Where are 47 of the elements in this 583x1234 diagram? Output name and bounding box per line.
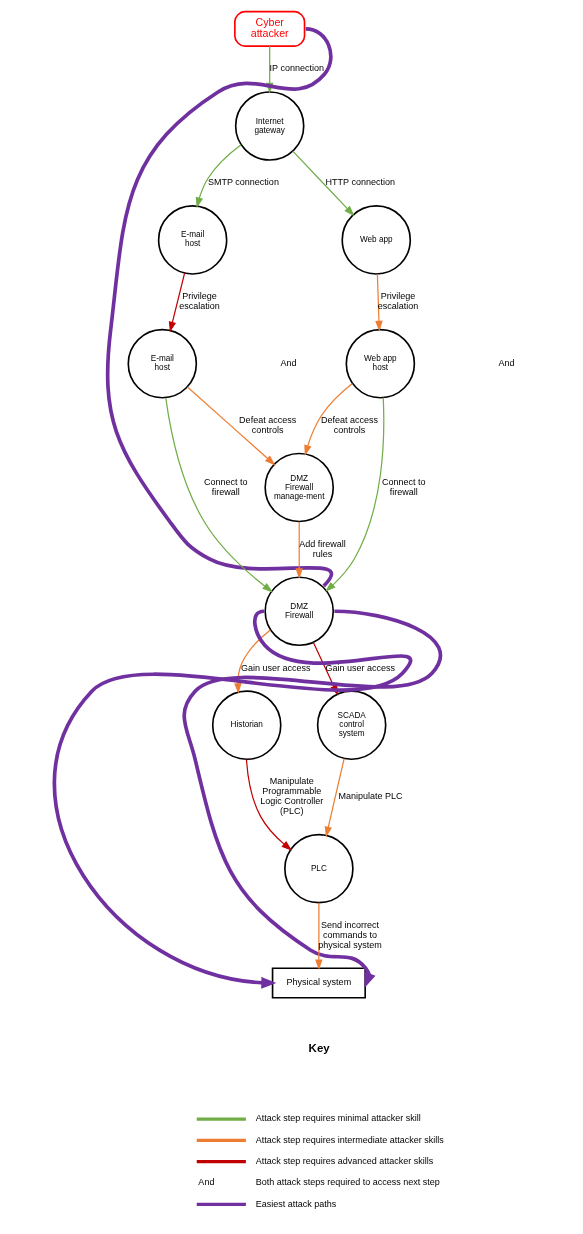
node-box: Cyber attacker: [234, 10, 306, 47]
edge-label: SMTP connection: [208, 177, 279, 188]
legend-label: Both attack steps required to access next step: [255, 1177, 440, 1188]
arrow: [324, 757, 345, 838]
legend-label: Attack step requires minimal attacker skill: [255, 1113, 421, 1124]
arrow: [325, 397, 385, 592]
legend-label: Attack step requires advanced attacker skills: [255, 1156, 434, 1166]
arrow: [292, 150, 355, 217]
node-box: Physical system: [271, 967, 366, 999]
arrow: [182, 609, 442, 988]
arrow: [165, 397, 273, 593]
edge-label: Gain user access: [241, 662, 311, 673]
arrow: [304, 382, 353, 456]
arrow: [195, 144, 242, 208]
edge-label: Connect to firewall: [381, 476, 426, 497]
edge-label: HTTP connection: [325, 177, 395, 188]
node-circle: E-mail host: [127, 328, 198, 399]
label: And: [280, 358, 297, 368]
label: And: [198, 1177, 215, 1188]
arrow: [245, 758, 293, 851]
edge-label: Defeat access controls: [321, 414, 379, 435]
node-circle: E-mail host: [157, 205, 228, 275]
arrow: [295, 521, 303, 579]
legend-label: Attack step requires intermediate attacker skills: [255, 1134, 444, 1145]
edge-label: Manipulate PLC: [338, 791, 403, 802]
edge-label: Connect to firewall: [204, 476, 248, 497]
edge-label: Defeat access controls: [239, 414, 297, 435]
node-circle: SCADA control system: [316, 690, 387, 761]
arrow: [186, 386, 276, 466]
connector: [105, 27, 333, 587]
legend-label: Easiest attack paths: [255, 1198, 337, 1209]
arrow: [168, 272, 186, 333]
node-circle: Internet gateway: [234, 91, 305, 161]
edge-label: Manipulate Programmable Logic Controller (PLC): [260, 776, 324, 816]
arrow: [315, 902, 323, 971]
node-circle: Historian: [211, 690, 282, 761]
edge-label: Gain user access: [325, 662, 396, 673]
node-circle: Web app host: [345, 328, 416, 399]
arrow: [234, 629, 271, 694]
edge-label: IP connection: [269, 63, 324, 74]
arrow: [375, 273, 383, 332]
label: And: [498, 358, 515, 368]
edge-label: Privilege escalation: [179, 291, 220, 312]
label: Key: [308, 1041, 330, 1054]
node-circle: PLC: [284, 833, 354, 904]
edge-label: Send incorrect commands to physical system: [318, 919, 382, 950]
arrow: [52, 609, 411, 989]
